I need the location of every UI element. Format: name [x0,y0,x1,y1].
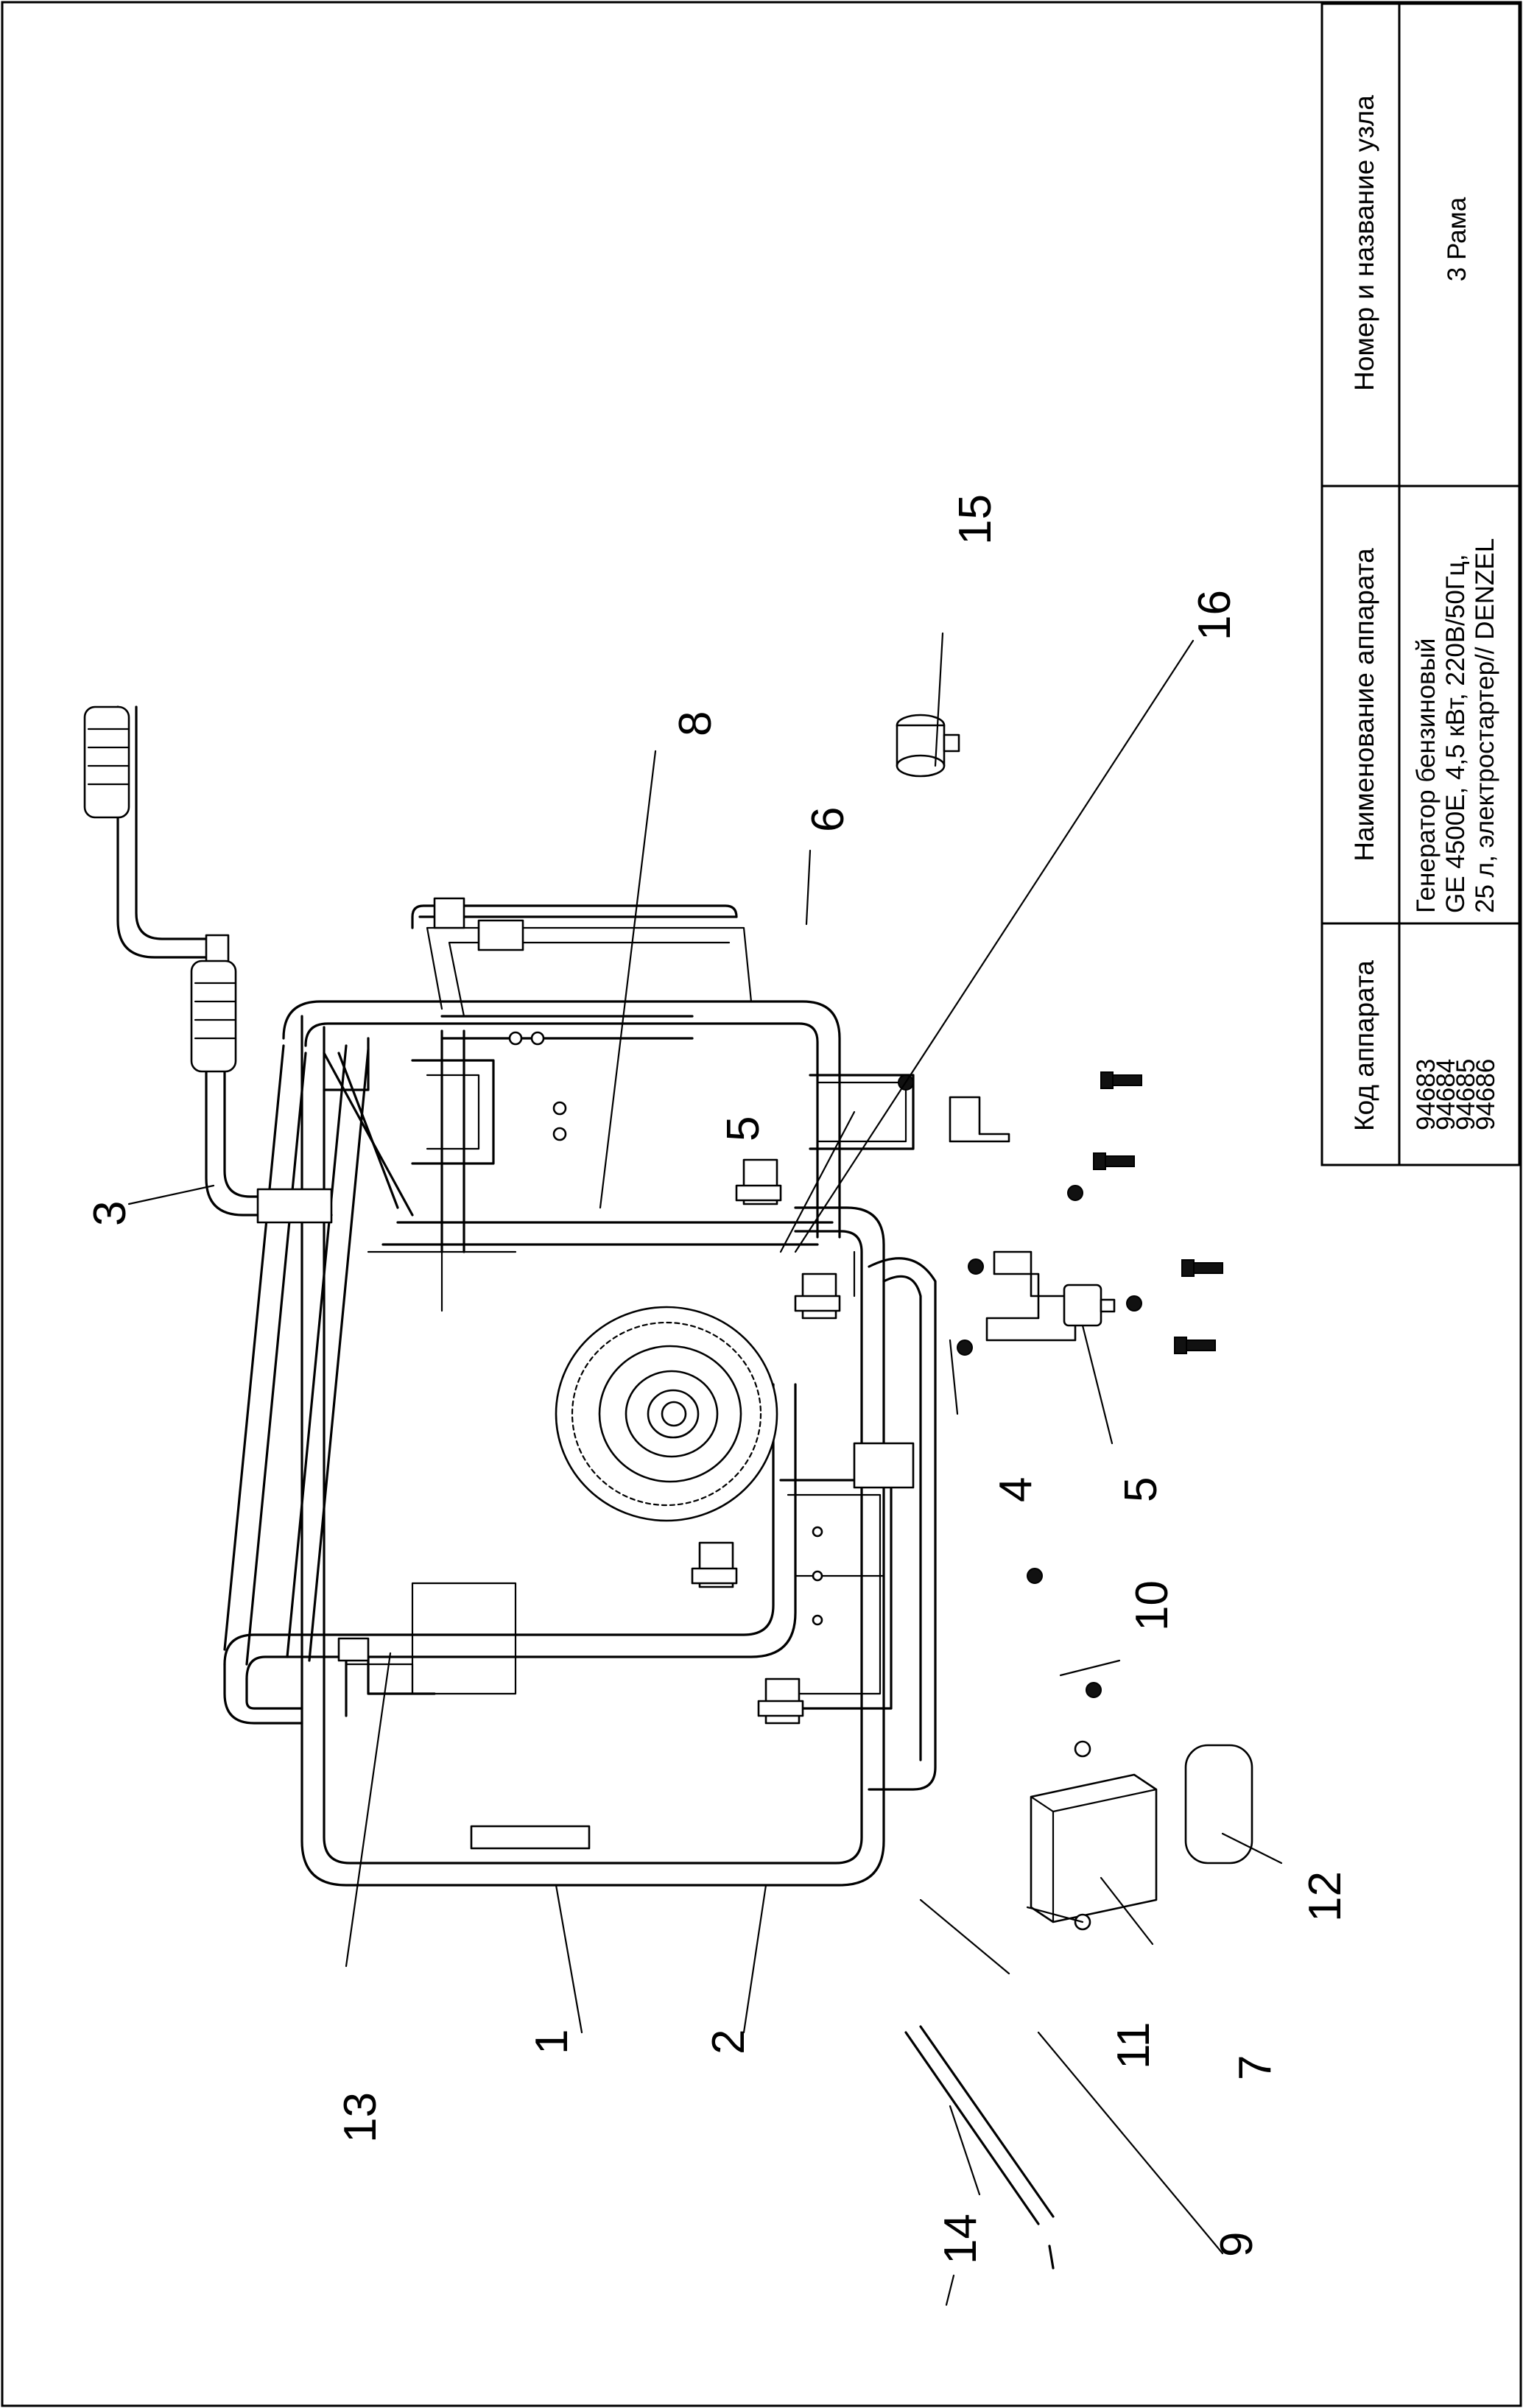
header-unit: Номер и название узла [1349,95,1379,391]
callout-3: 3 [85,1201,136,1226]
callout-1: 1 [527,2029,577,2055]
callout-4: 4 [991,1477,1041,1502]
device-line-3: 25 л, электростартер// DENZEL [1471,538,1499,913]
header-code: Код аппарата [1349,960,1379,1131]
callout-6: 6 [803,807,854,832]
battery-box [1030,1740,1158,1931]
wheel [555,1306,778,1522]
callout-14: 14 [935,2214,986,2264]
title-block-frame [1320,2,1521,1166]
frame-assembly-drawing: 3 1 2 4 5 5 6 7 8 9 10 11 12 13 14 15 16 [83,494,1351,2306]
title-block: Код аппарата Наименование аппарата Номер… [1320,2,1521,1166]
callout-2: 2 [703,2029,754,2055]
main-frame [300,1015,885,1887]
callout-15: 15 [950,494,1001,545]
rubber-mount [1063,1284,1102,1327]
device-line-1: Генератор бензиновый [1412,638,1441,913]
device-line-2: GE 4500E, 4,5 кВт, 220В/50Гц, [1441,554,1470,913]
code-94686: 94686 [1471,1059,1500,1130]
handles [83,705,333,1224]
callout-13: 13 [335,2092,386,2143]
code-94683: 94683 [1412,1059,1441,1130]
callout-8: 8 [670,711,721,736]
callout-9: 9 [1211,2232,1262,2257]
callout-10: 10 [1127,1580,1178,1631]
rod-14 [904,2025,1055,2225]
foot-15 [896,714,960,778]
callout-16: 16 [1189,590,1240,641]
code-94685: 94685 [1452,1059,1480,1130]
unit-name: 3 Рама [1443,197,1471,281]
callout-12: 12 [1300,1871,1351,1922]
leader-lines [127,632,1283,2306]
header-device-name: Наименование аппарата [1349,548,1379,862]
callout-5-upper: 5 [718,1116,769,1141]
bracket [949,1096,1077,1342]
callout-7: 7 [1230,2055,1281,2080]
plate-12 [1184,1744,1253,1865]
code-94684: 94684 [1432,1059,1460,1130]
callout-11: 11 [1108,2022,1159,2069]
frame-mount-feet [691,1158,841,1725]
callout-5-lower: 5 [1116,1477,1167,1502]
